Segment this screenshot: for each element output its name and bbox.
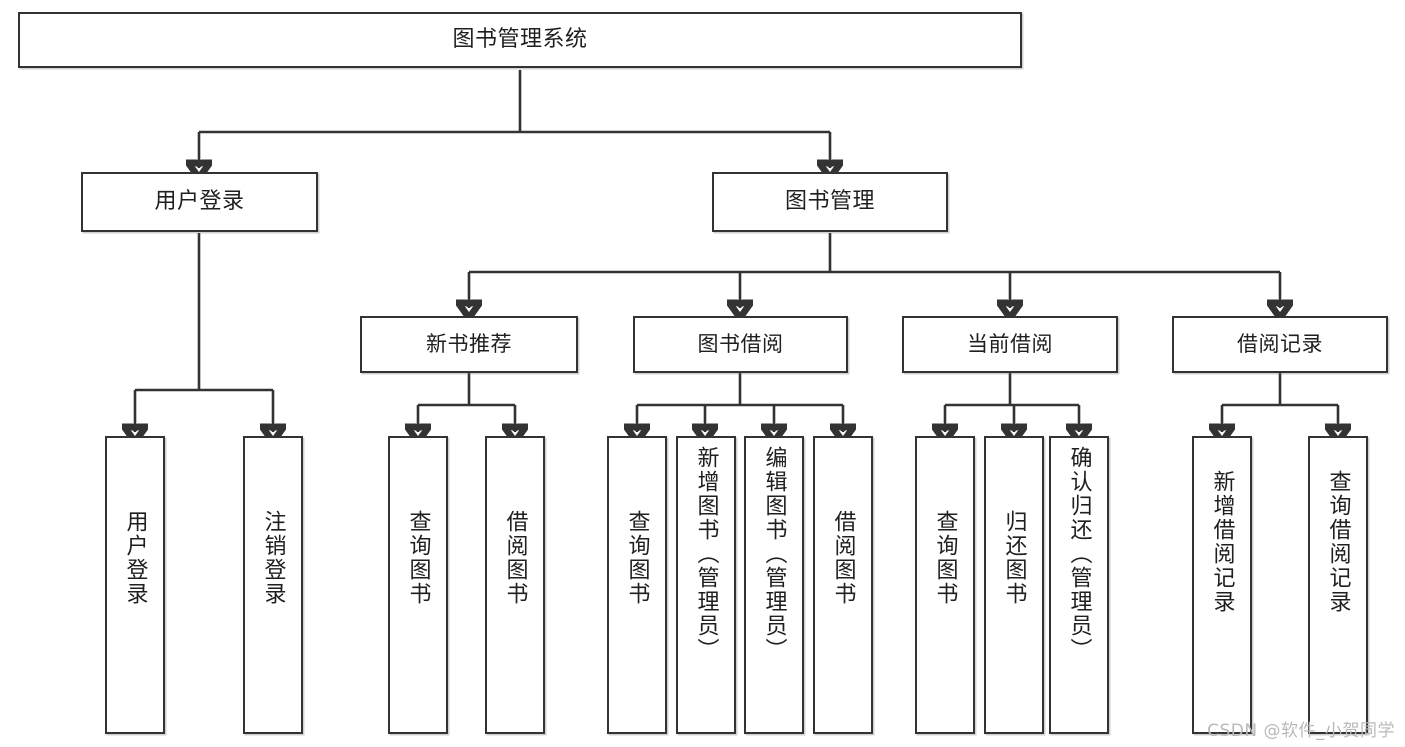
- node-leaf-borrow-book[interactable]: 借阅图书: [813, 436, 873, 734]
- node-label: 确认归还（管理员）: [1066, 446, 1092, 662]
- node-book-management[interactable]: 图书管理: [712, 172, 948, 232]
- node-leaf-add-borrow-record[interactable]: 新增借阅记录: [1192, 436, 1252, 734]
- node-label: 用户登录: [154, 188, 245, 214]
- node-leaf-query-book-borrow[interactable]: 查询图书: [607, 436, 667, 734]
- node-label: 查询借阅记录: [1325, 470, 1351, 614]
- node-leaf-query-borrow-record[interactable]: 查询借阅记录: [1308, 436, 1368, 734]
- node-label: 查询图书: [405, 510, 431, 606]
- node-label: 注销登录: [260, 510, 286, 606]
- node-user-login[interactable]: 用户登录: [81, 172, 318, 232]
- node-label: 图书管理系统: [452, 26, 588, 52]
- node-label: 图书管理: [784, 188, 875, 214]
- node-label: 当前借阅: [967, 331, 1053, 356]
- node-leaf-query-book-recommend[interactable]: 查询图书: [388, 436, 448, 734]
- node-current-borrow[interactable]: 当前借阅: [902, 316, 1118, 373]
- node-label: 编辑图书（管理员）: [761, 446, 787, 662]
- node-label: 图书借阅: [697, 331, 784, 356]
- node-label: 借阅记录: [1237, 331, 1323, 356]
- node-label: 新增借阅记录: [1209, 470, 1235, 614]
- node-label: 借阅图书: [830, 510, 856, 606]
- node-label: 新增图书（管理员）: [693, 446, 719, 662]
- node-leaf-query-book-current[interactable]: 查询图书: [915, 436, 975, 734]
- node-label: 查询图书: [624, 510, 650, 606]
- node-leaf-logout[interactable]: 注销登录: [243, 436, 303, 734]
- node-leaf-confirm-return-admin[interactable]: 确认归还（管理员）: [1049, 436, 1109, 734]
- node-label: 借阅图书: [502, 510, 528, 606]
- node-leaf-edit-book-admin[interactable]: 编辑图书（管理员）: [744, 436, 804, 734]
- node-new-book-recommend[interactable]: 新书推荐: [360, 316, 578, 373]
- node-borrow-records[interactable]: 借阅记录: [1172, 316, 1388, 373]
- node-label: 查询图书: [932, 510, 958, 606]
- node-leaf-user-login[interactable]: 用户登录: [105, 436, 165, 734]
- node-leaf-borrow-book-recommend[interactable]: 借阅图书: [485, 436, 545, 734]
- node-leaf-return-book[interactable]: 归还图书: [984, 436, 1044, 734]
- node-book-borrow[interactable]: 图书借阅: [633, 316, 848, 373]
- node-label: 用户登录: [122, 510, 148, 606]
- node-label: 归还图书: [1001, 510, 1027, 606]
- node-root-book-management-system[interactable]: 图书管理系统: [18, 12, 1022, 68]
- node-label: 新书推荐: [426, 331, 512, 356]
- watermark-text: CSDN @软件_小贺同学: [1207, 721, 1395, 741]
- node-leaf-add-book-admin[interactable]: 新增图书（管理员）: [676, 436, 736, 734]
